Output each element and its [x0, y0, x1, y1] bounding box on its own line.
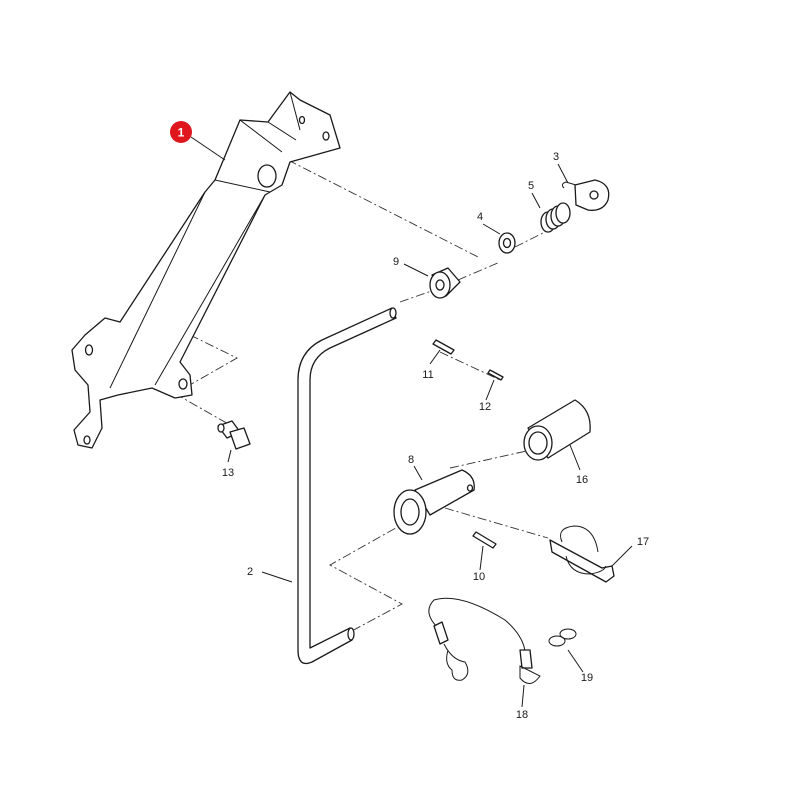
callout-1[interactable]: 1 — [178, 126, 185, 140]
part-19-rings[interactable] — [548, 628, 577, 647]
part-16-sleeve[interactable] — [523, 399, 591, 461]
callout-13[interactable]: 13 — [222, 467, 234, 479]
callout-4[interactable]: 4 — [477, 211, 483, 223]
callout-10[interactable]: 10 — [473, 571, 485, 583]
callout-1-badge[interactable] — [170, 121, 192, 143]
callout-11[interactable]: 11 — [422, 369, 433, 381]
part-1-bracket[interactable] — [71, 91, 341, 449]
callout-19[interactable]: 19 — [581, 672, 593, 684]
callout-2[interactable]: 2 — [247, 566, 253, 578]
callout-18[interactable]: 18 — [516, 709, 528, 721]
callout-17[interactable]: 17 — [637, 536, 649, 548]
part-10-pin[interactable] — [472, 531, 497, 549]
part-17-lynch-pin[interactable] — [549, 525, 615, 583]
part-18-lanyard[interactable] — [428, 597, 541, 684]
part-9-bushing[interactable] — [429, 267, 461, 299]
callout-8[interactable]: 8 — [408, 454, 414, 466]
callout-5[interactable]: 5 — [528, 180, 534, 192]
callout-3[interactable]: 3 — [553, 151, 559, 163]
part-11-pin[interactable] — [432, 339, 455, 355]
part-13-bolt[interactable] — [217, 420, 251, 450]
callouts: 1 2 3 4 5 8 9 10 11 12 13 16 17 18 19 — [170, 121, 649, 721]
part-3-plate[interactable] — [561, 179, 610, 211]
leader-lines — [190, 136, 633, 708]
part-12-pin[interactable] — [487, 369, 504, 381]
callout-9[interactable]: 9 — [393, 256, 399, 268]
callout-16[interactable]: 16 — [576, 474, 588, 486]
part-5-spring[interactable] — [540, 202, 571, 233]
part-4-washer[interactable] — [498, 232, 516, 254]
part-2-rod[interactable] — [297, 307, 397, 665]
part-8-pin[interactable] — [393, 469, 475, 535]
callout-12[interactable]: 12 — [479, 401, 491, 413]
